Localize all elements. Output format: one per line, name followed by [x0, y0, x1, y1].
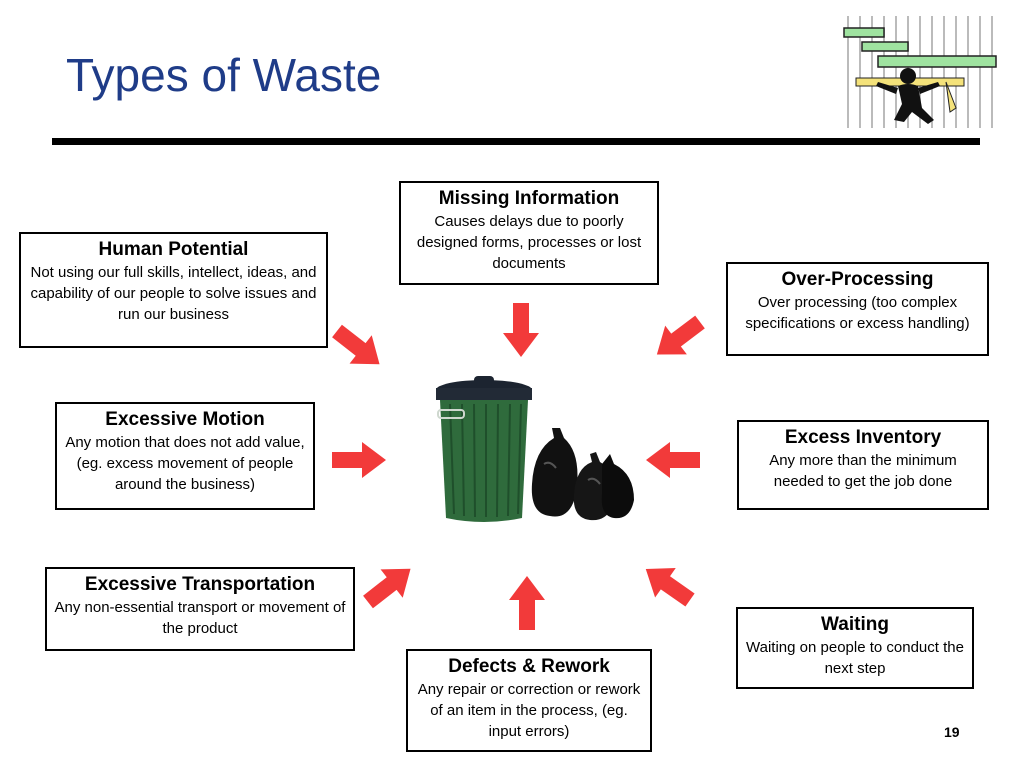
box-description: Causes delays due to poorly designed for…: [416, 213, 642, 272]
box-heading: Excess Inventory: [784, 427, 942, 448]
slide-title: Types of Waste: [66, 49, 382, 101]
arrow-icon: [356, 554, 422, 617]
box-description: Not using our full skills, intellect, id…: [30, 264, 317, 323]
page-number: 19: [944, 724, 960, 740]
arrow-icon: [325, 316, 391, 379]
box-excessive-motion: Excessive Motion Any motion that does no…: [55, 402, 315, 510]
arrow-icon: [635, 554, 701, 615]
arrow-icon: [503, 303, 539, 357]
box-description: Any more than the minimum needed to get …: [769, 452, 957, 490]
title-divider: [52, 138, 980, 145]
box-heading: Excessive Motion: [105, 409, 265, 430]
box-defects-rework: Defects & Rework Any repair or correctio…: [406, 649, 652, 752]
arrow-icon: [332, 442, 386, 478]
arrow-icon: [646, 442, 700, 478]
box-description: Over processing (too complex specificati…: [745, 294, 970, 332]
garbage-bag-icon: [530, 424, 640, 524]
box-over-processing: Over-Processing Over processing (too com…: [726, 262, 989, 356]
box-excessive-transportation: Excessive Transportation Any non-essenti…: [45, 567, 355, 651]
box-heading: Excessive Transportation: [84, 574, 316, 595]
box-excess-inventory: Excess Inventory Any more than the minim…: [737, 420, 989, 510]
arrow-icon: [509, 576, 545, 630]
box-human-potential: Human Potential Not using our full skill…: [19, 232, 328, 348]
box-waiting: Waiting Waiting on people to conduct the…: [736, 607, 974, 689]
box-heading: Over-Processing: [781, 269, 934, 290]
box-missing-information: Missing Information Causes delays due to…: [399, 181, 659, 285]
box-heading: Missing Information: [438, 188, 620, 209]
box-description: Any non-essential transport or movement …: [54, 599, 346, 637]
gantt-figure-icon: [838, 12, 1006, 130]
box-description: Any repair or correction or rework of an…: [417, 681, 641, 740]
box-heading: Waiting: [821, 614, 889, 635]
box-description: Waiting on people to conduct the next st…: [746, 639, 964, 677]
box-description: Any motion that does not add value, (eg.…: [65, 434, 305, 493]
arrow-icon: [646, 307, 711, 369]
box-heading: Defects & Rework: [448, 656, 610, 677]
box-heading: Human Potential: [98, 239, 249, 260]
trash-bin-icon: [428, 374, 542, 526]
